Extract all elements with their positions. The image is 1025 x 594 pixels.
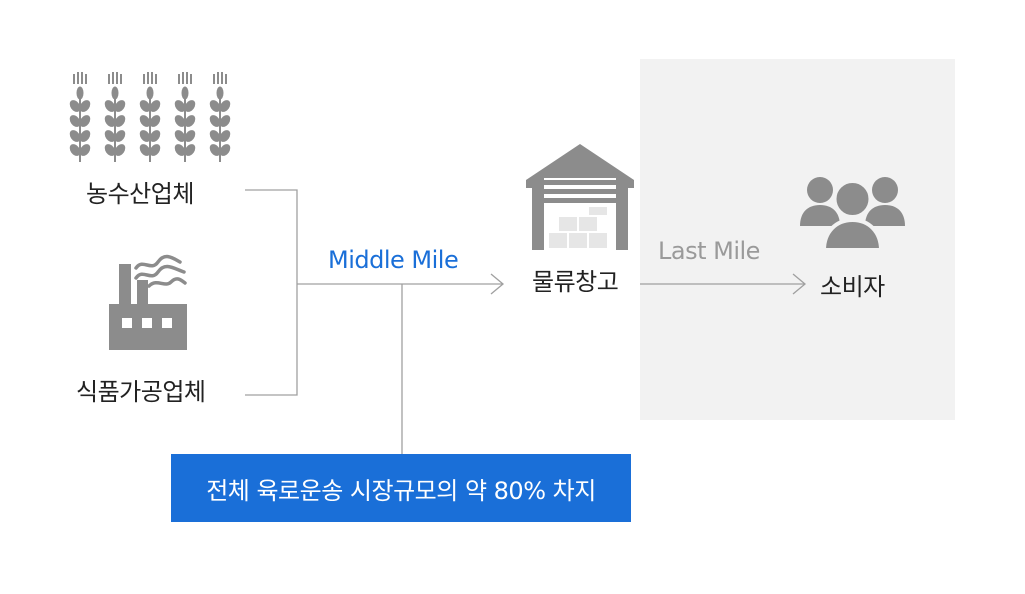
consumer-label: 소비자 xyxy=(820,273,885,301)
last-mile-label: Last Mile xyxy=(658,237,760,265)
middle-mile-arrowhead xyxy=(490,273,505,295)
food-label: 식품가공업체 xyxy=(76,378,206,406)
factory-icon xyxy=(109,254,187,350)
warehouse-icon xyxy=(526,144,634,250)
market-share-banner: 전체 육로운송 시장규모의 약 80% 차지 xyxy=(171,454,631,522)
last-mile-arrowhead xyxy=(792,273,807,295)
last-mile-panel xyxy=(640,59,955,420)
wheat-icon xyxy=(68,72,233,162)
warehouse-label: 물류창고 xyxy=(532,268,619,296)
middle-mile-label: Middle Mile xyxy=(328,246,459,274)
people-icon xyxy=(800,177,905,250)
agri-connector xyxy=(245,189,298,396)
agri-label: 농수산업체 xyxy=(86,180,194,208)
